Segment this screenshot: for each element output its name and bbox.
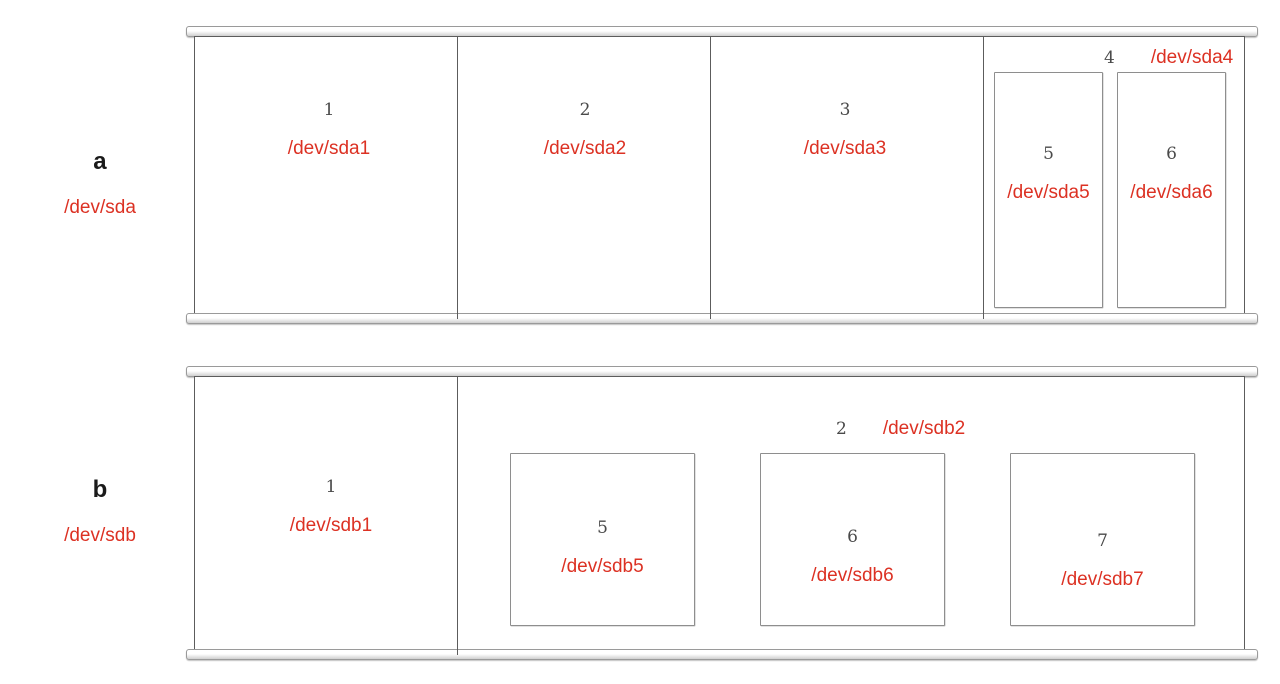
disk-b-logical-5-box [510,453,695,626]
disk-b: b /dev/sdb 1 /dev/sdb1 2 /dev/sdb2 5 /de… [0,345,1280,684]
disk-a-letter: a [93,148,107,175]
disk-b-partition-2-device: /dev/sdb2 [882,418,966,439]
disk-a-bottom-rail [186,313,1258,324]
disk-a-legend: a /dev/sda [30,148,170,218]
disk-b-logical-7-box [1010,453,1195,626]
disk-b-divider-1-2 [457,376,458,655]
disk-b-partition-2-number: 2 [836,419,847,439]
disk-a-logical-6-box [1117,72,1226,308]
disk-a-divider-2-3 [710,36,711,319]
disk-b-logical-6-box [760,453,945,626]
disk-a-partition-4-device: /dev/sda4 [1150,47,1234,68]
disk-b-legend: b /dev/sdb [30,476,170,546]
disk-b-bottom-rail [186,649,1258,660]
disk-a-partition-4-number: 4 [1104,48,1115,68]
disk-a-divider-1-2 [457,36,458,319]
disk-b-partition-2-label: 2 /dev/sdb2 [836,419,965,438]
disk-b-letter: b [92,476,108,503]
disk-a-device-label: /dev/sda [64,197,136,218]
disk-b-device-label: /dev/sdb [64,525,136,546]
disk-a-logical-5-box [994,72,1103,308]
disk-a-partition-4-label: 4 /dev/sda4 [1104,48,1233,67]
disk-a-divider-3-4 [983,36,984,319]
disk-a: a /dev/sda 1 /dev/sda1 2 /dev/sda2 3 /de… [30,26,1258,324]
